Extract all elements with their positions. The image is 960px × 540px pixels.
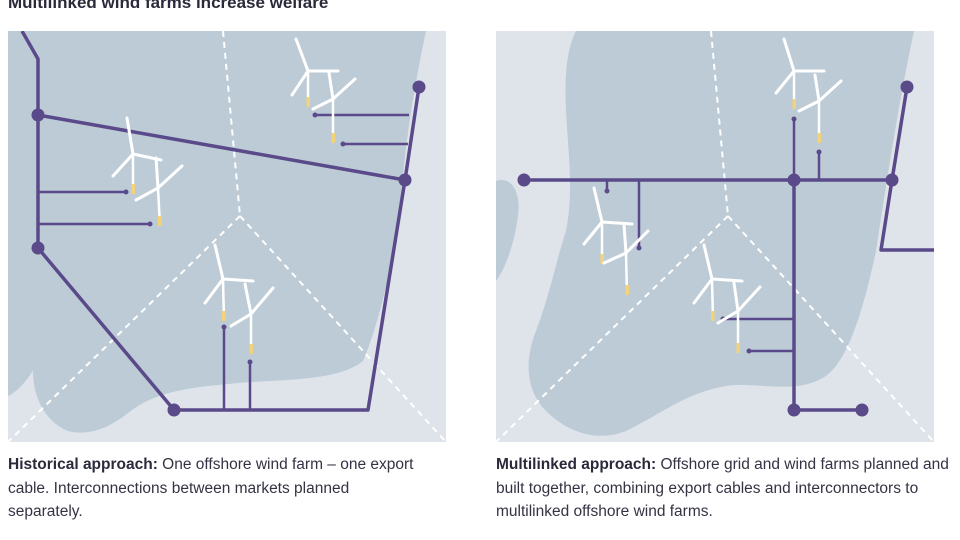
cable-nodes <box>31 80 426 417</box>
wind-turbine-icon <box>582 186 634 264</box>
wind-turbine-icon <box>203 243 255 322</box>
wind-turbine-icon <box>716 281 762 353</box>
multilinked-approach-diagram <box>496 31 934 442</box>
wind-turbine-icon <box>229 282 275 354</box>
cable-node-icon <box>900 80 914 94</box>
zone-landmass <box>528 31 914 436</box>
multilinked-diagram-svg <box>496 31 934 442</box>
multilinked-caption: Multilinked approach: Offshore grid and … <box>496 453 956 524</box>
zone-boundary-lines <box>496 31 934 442</box>
wind-turbine-icon <box>774 37 826 109</box>
cable-node-icon <box>167 403 181 417</box>
multilinked-caption-text: Offshore grid and wind farms planned and… <box>496 456 949 520</box>
cable-node-icon <box>412 80 426 94</box>
cable-node-icon <box>31 241 45 255</box>
historical-approach-diagram <box>8 31 446 442</box>
cable-node-icon <box>885 173 899 187</box>
cable-node-icon <box>787 173 801 187</box>
turbines <box>582 37 843 353</box>
cable-node-icon <box>787 403 801 417</box>
zone-landmass-left <box>496 180 519 281</box>
multilinked-caption-heading: Multilinked approach: <box>496 456 657 473</box>
historical-diagram-svg <box>8 31 446 442</box>
zone-landmass-top <box>138 31 203 51</box>
cable-network <box>20 31 421 412</box>
cable-node-icon <box>855 403 869 417</box>
zone-boundary-lines <box>8 31 446 442</box>
historical-caption-heading: Historical approach: <box>8 456 158 473</box>
historical-caption: Historical approach: One offshore wind f… <box>8 453 428 524</box>
zone-landmass-left <box>8 31 38 396</box>
wind-turbine-icon <box>134 156 184 227</box>
turbines <box>111 37 357 354</box>
wind-turbine-icon <box>290 37 340 107</box>
cable-node-icon <box>398 173 412 187</box>
farm-feeder-cables <box>38 113 409 410</box>
wind-turbine-icon <box>692 243 744 322</box>
cable-node-icon <box>31 108 45 122</box>
wind-turbine-icon <box>602 223 650 296</box>
figure-title: Multilinked wind farms increase welfare <box>8 0 329 12</box>
farm-feeder-cables <box>605 119 821 353</box>
historical-caption-text: One offshore wind farm – one export cabl… <box>8 456 414 520</box>
wind-turbine-icon <box>311 71 357 143</box>
cable-node-icon <box>517 173 531 187</box>
wind-turbine-icon <box>797 73 843 143</box>
